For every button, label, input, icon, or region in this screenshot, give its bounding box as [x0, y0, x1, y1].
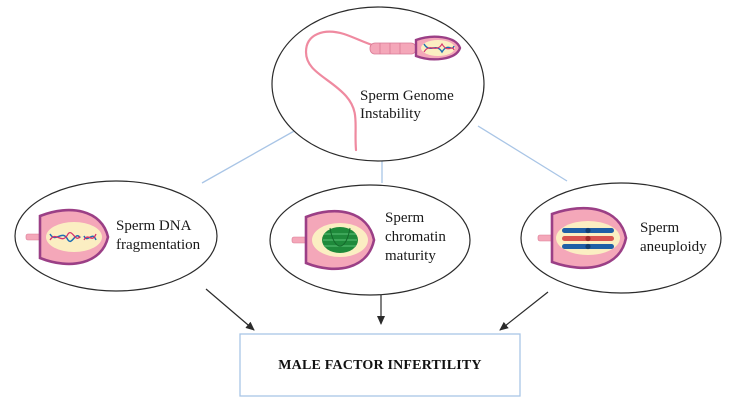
node-label-genome-line-1: Sperm Genome — [360, 88, 454, 104]
fragmented-dna-icon — [49, 232, 97, 243]
result-male-factor-infertility: MALE FACTOR INFERTILITY — [239, 333, 521, 397]
chromosomes-icon — [562, 227, 614, 250]
sperm-tail — [304, 30, 394, 152]
node-label-chromatin: Sperm chromatin maturity — [385, 210, 450, 264]
node-label-dna-line-2: fragmentation — [116, 237, 201, 253]
node-label-chromatin-line-3: maturity — [385, 248, 436, 264]
node-label-dna-line-1: Sperm DNA — [116, 218, 192, 234]
node-label-aneuploidy-line-1: Sperm — [640, 220, 679, 236]
node-label-genome: Sperm Genome Instability — [360, 88, 457, 122]
node-sperm-dna-fragmentation: Sperm DNA fragmentation — [14, 180, 218, 292]
condensed-chromatin-icon — [322, 227, 358, 253]
result-label: MALE FACTOR INFERTILITY — [278, 358, 482, 373]
node-label-aneuploidy-line-2: aneuploidy — [640, 239, 707, 255]
node-label-chromatin-line-1: Sperm — [385, 210, 424, 226]
node-sperm-aneuploidy: Sperm aneuploidy — [520, 182, 722, 294]
dna-sperm-nucleus — [46, 222, 102, 252]
arrows-to-result — [205, 288, 549, 331]
connector-line-genome-to-aneuploidy — [477, 125, 568, 182]
node-sperm-chromatin-maturity: Sperm chromatin maturity — [269, 184, 471, 296]
arrow-aneuploidy-to-result — [499, 291, 549, 331]
node-ellipse-genome — [271, 6, 485, 162]
node-label-aneuploidy: Sperm aneuploidy — [640, 220, 707, 255]
node-label-dna: Sperm DNA fragmentation — [116, 218, 201, 253]
sperm-midpiece — [369, 42, 417, 55]
dna-helix-icon — [423, 42, 455, 54]
result-box — [239, 333, 521, 397]
connector-lines — [201, 125, 568, 184]
arrow-dna-to-result — [205, 288, 255, 331]
node-label-genome-line-2: Instability — [360, 106, 421, 122]
node-sperm-genome-instability: Sperm Genome Instability — [271, 6, 485, 162]
node-label-chromatin-line-2: chromatin — [385, 229, 446, 245]
connector-line-genome-to-dna — [201, 129, 297, 184]
